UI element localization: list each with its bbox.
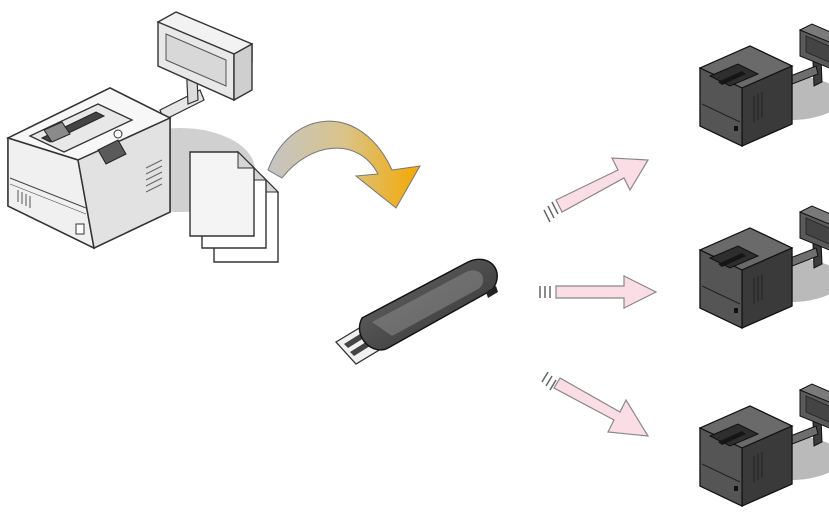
distribution-arrow-upper — [543, 157, 650, 223]
vent-grille — [17, 190, 31, 208]
target-printer-2 — [699, 205, 829, 329]
usb-flash-drive — [334, 258, 498, 365]
distribution-arrow-lower — [541, 371, 650, 437]
side-vents — [145, 159, 163, 193]
save-to-usb-arrow — [267, 120, 421, 209]
settings-documents — [189, 150, 280, 263]
source-printer — [5, 11, 255, 250]
cover-open-lever — [97, 139, 127, 165]
target-printer-1 — [699, 23, 829, 147]
target-printer-3 — [699, 383, 829, 507]
customer-display — [156, 11, 253, 102]
distribution-arrow-middle — [539, 275, 658, 309]
